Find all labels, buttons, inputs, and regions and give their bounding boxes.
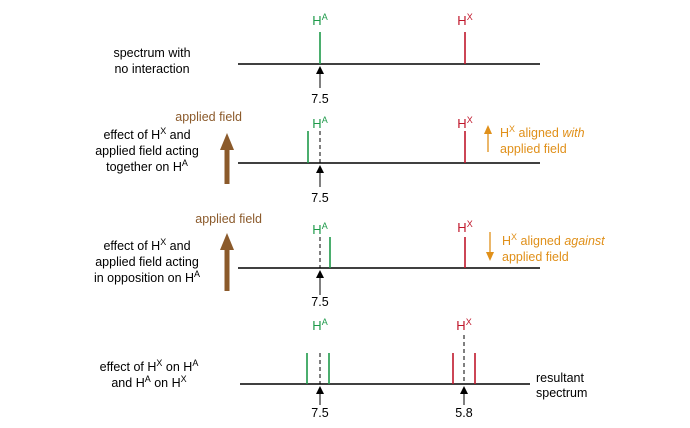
row4-hx-shift-value: 5.8	[455, 406, 472, 420]
resultant-label-line1: resultant	[536, 371, 584, 385]
row2-label-line1: effect of HX and	[103, 126, 190, 142]
row2-ha-label: HA	[312, 115, 327, 131]
row3-ha-label: HA	[312, 221, 327, 237]
row2-hx-with-label: HX aligned with	[500, 124, 585, 140]
row3-label-line2: applied field acting	[95, 255, 199, 269]
row3-label-line3: in opposition on HA	[94, 269, 200, 285]
resultant-label-line2: spectrum	[536, 386, 587, 400]
row2-field-arrow-icon	[220, 133, 234, 184]
row2-shift-value: 7.5	[311, 191, 328, 205]
row4-hx-label: HX	[456, 317, 471, 333]
row3-hx-label: HX	[457, 219, 472, 235]
row3-shift-value: 7.5	[311, 295, 328, 309]
row3-label-line1: effect of HX and	[103, 237, 190, 253]
row4-ha-label: HA	[312, 317, 327, 333]
row2-label-line2: applied field acting	[95, 144, 199, 158]
row3-hx-against-label: HX aligned against	[502, 232, 605, 248]
row2-applied-field-label: applied field	[175, 110, 242, 124]
row3-field-arrow-icon	[220, 233, 234, 291]
row4-label-line2: and HA on HX	[111, 374, 186, 390]
row4-ha-shift-value: 7.5	[311, 406, 328, 420]
row3-applied-field-text: applied field	[502, 250, 569, 264]
row1-label-line2: no interaction	[114, 62, 189, 76]
row4-label-line1: effect of HX on HA	[100, 358, 199, 374]
row-no-interaction: spectrum with no interaction HA HX 7.5	[113, 12, 540, 106]
row2-label-line3: together on HA	[106, 158, 188, 174]
row-resultant: effect of HX on HA and HA on HX HA HX 7.…	[100, 317, 588, 420]
row-field-together: applied field effect of HX and applied f…	[95, 110, 584, 205]
row1-shift-value: 7.5	[311, 92, 328, 106]
row1-label-line1: spectrum with	[113, 46, 190, 60]
row-field-opposition: applied field effect of HX and applied f…	[94, 212, 605, 309]
row3-applied-field-label: applied field	[195, 212, 262, 226]
row3-orange-down-arrow-icon	[486, 232, 494, 261]
row1-ha-label: HA	[312, 12, 327, 28]
row2-applied-field-text: applied field	[500, 142, 567, 156]
row2-hx-label: HX	[457, 115, 472, 131]
row1-hx-label: HX	[457, 12, 472, 28]
row2-orange-up-arrow-icon	[484, 125, 492, 152]
